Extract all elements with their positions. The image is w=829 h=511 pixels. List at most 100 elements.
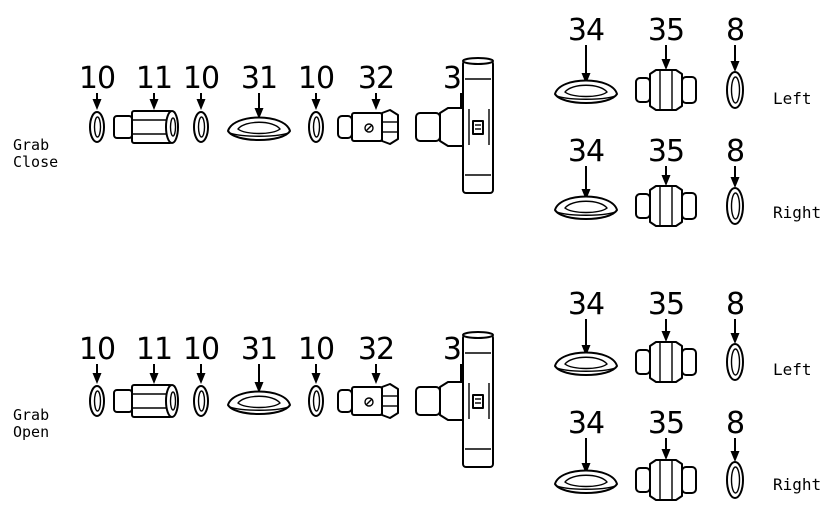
callout-arrow: [730, 166, 740, 188]
hex-coupling-part: [113, 110, 179, 144]
callout-10: 10: [298, 332, 335, 417]
callout-number: 34: [568, 13, 604, 48]
washer-part: [193, 385, 209, 417]
callout-10: 10: [298, 61, 335, 143]
seal-ring-part: [227, 116, 291, 141]
hex-coupling-part: [113, 384, 179, 418]
grab-label-line-2: Close: [13, 153, 58, 171]
callout-8: 8: [726, 406, 745, 499]
callout-number: 10: [298, 332, 334, 367]
callout-number: 35: [648, 406, 684, 441]
o-ring-part: [726, 71, 744, 109]
washer-part: [308, 385, 324, 417]
tee-fitting-part: [415, 331, 494, 468]
o-ring-part: [726, 343, 744, 381]
seal-ring-part: [554, 79, 618, 104]
callout-34: 34: [554, 13, 618, 104]
callout-34: 34: [554, 134, 618, 220]
callout-arrow: [661, 319, 671, 342]
callout-31: 31: [227, 332, 291, 415]
callout-number: 31: [241, 332, 277, 367]
callout-arrow: [311, 93, 321, 110]
callout-arrow: [581, 166, 591, 200]
callout-35: 35: [635, 287, 697, 383]
callout-arrow: [311, 364, 321, 384]
callout-number: 8: [726, 13, 744, 48]
callout-arrow: [661, 438, 671, 460]
union-nipple-part: [635, 341, 697, 383]
washer-part: [89, 111, 105, 143]
callout-number: 34: [568, 406, 604, 441]
union-nipple-part: [635, 69, 697, 111]
callout-arrow: [581, 438, 591, 474]
callout-10: 10: [79, 61, 116, 143]
callout-35: 35: [635, 406, 697, 501]
callout-arrow: [254, 93, 264, 119]
callout-8: 8: [726, 287, 745, 381]
callout-32: 32: [337, 332, 399, 419]
callout-number: 32: [358, 61, 394, 96]
callout-34: 34: [554, 287, 618, 376]
side-label: Left: [773, 360, 812, 379]
callout-32: 32: [337, 61, 399, 145]
side-label: Right: [773, 475, 821, 494]
callout-35: 35: [635, 134, 697, 227]
callout-8: 8: [726, 13, 745, 109]
callout-arrow: [149, 93, 159, 110]
callout-number: 31: [241, 61, 277, 96]
callout-35: 35: [635, 13, 697, 111]
seal-ring-part: [554, 351, 618, 376]
callout-number: 10: [79, 61, 115, 96]
callout-arrow: [730, 438, 740, 462]
callout-arrow: [730, 319, 740, 344]
callout-number: 11: [136, 61, 172, 96]
callout-number: 10: [183, 332, 219, 367]
seal-ring-part: [554, 195, 618, 220]
washer-part: [193, 111, 209, 143]
grab-label-line-1: Grab: [13, 136, 49, 154]
callout-arrow: [196, 93, 206, 110]
callout-number: 8: [726, 406, 744, 441]
side-label: Left: [773, 89, 812, 108]
washer-part: [89, 385, 105, 417]
callout-number: 34: [568, 287, 604, 322]
o-ring-part: [726, 187, 744, 225]
callout-number: 35: [648, 13, 684, 48]
callout-arrow: [371, 364, 381, 384]
callout-arrow: [149, 364, 159, 384]
callout-number: 8: [726, 134, 744, 169]
seal-ring-part: [227, 390, 291, 415]
callout-33: 33: [415, 331, 494, 468]
callout-arrow: [661, 166, 671, 186]
callout-arrow: [254, 364, 264, 393]
callout-33: 33: [415, 57, 494, 194]
tee-fitting-part: [415, 57, 494, 194]
banjo-fitting-part: [337, 109, 399, 145]
callout-8: 8: [726, 134, 745, 225]
callout-arrow: [581, 319, 591, 356]
callout-arrow: [661, 45, 671, 70]
callout-arrow: [92, 93, 102, 110]
callout-arrow: [581, 45, 591, 84]
callout-number: 35: [648, 287, 684, 322]
callout-number: 10: [298, 61, 334, 96]
callout-11: 11: [113, 61, 179, 144]
callout-number: 35: [648, 134, 684, 169]
callout-arrow: [92, 364, 102, 384]
callout-arrow: [196, 364, 206, 384]
o-ring-part: [726, 461, 744, 499]
callout-34: 34: [554, 406, 618, 494]
banjo-fitting-part: [337, 383, 399, 419]
callout-10: 10: [79, 332, 116, 417]
callout-number: 11: [136, 332, 172, 367]
